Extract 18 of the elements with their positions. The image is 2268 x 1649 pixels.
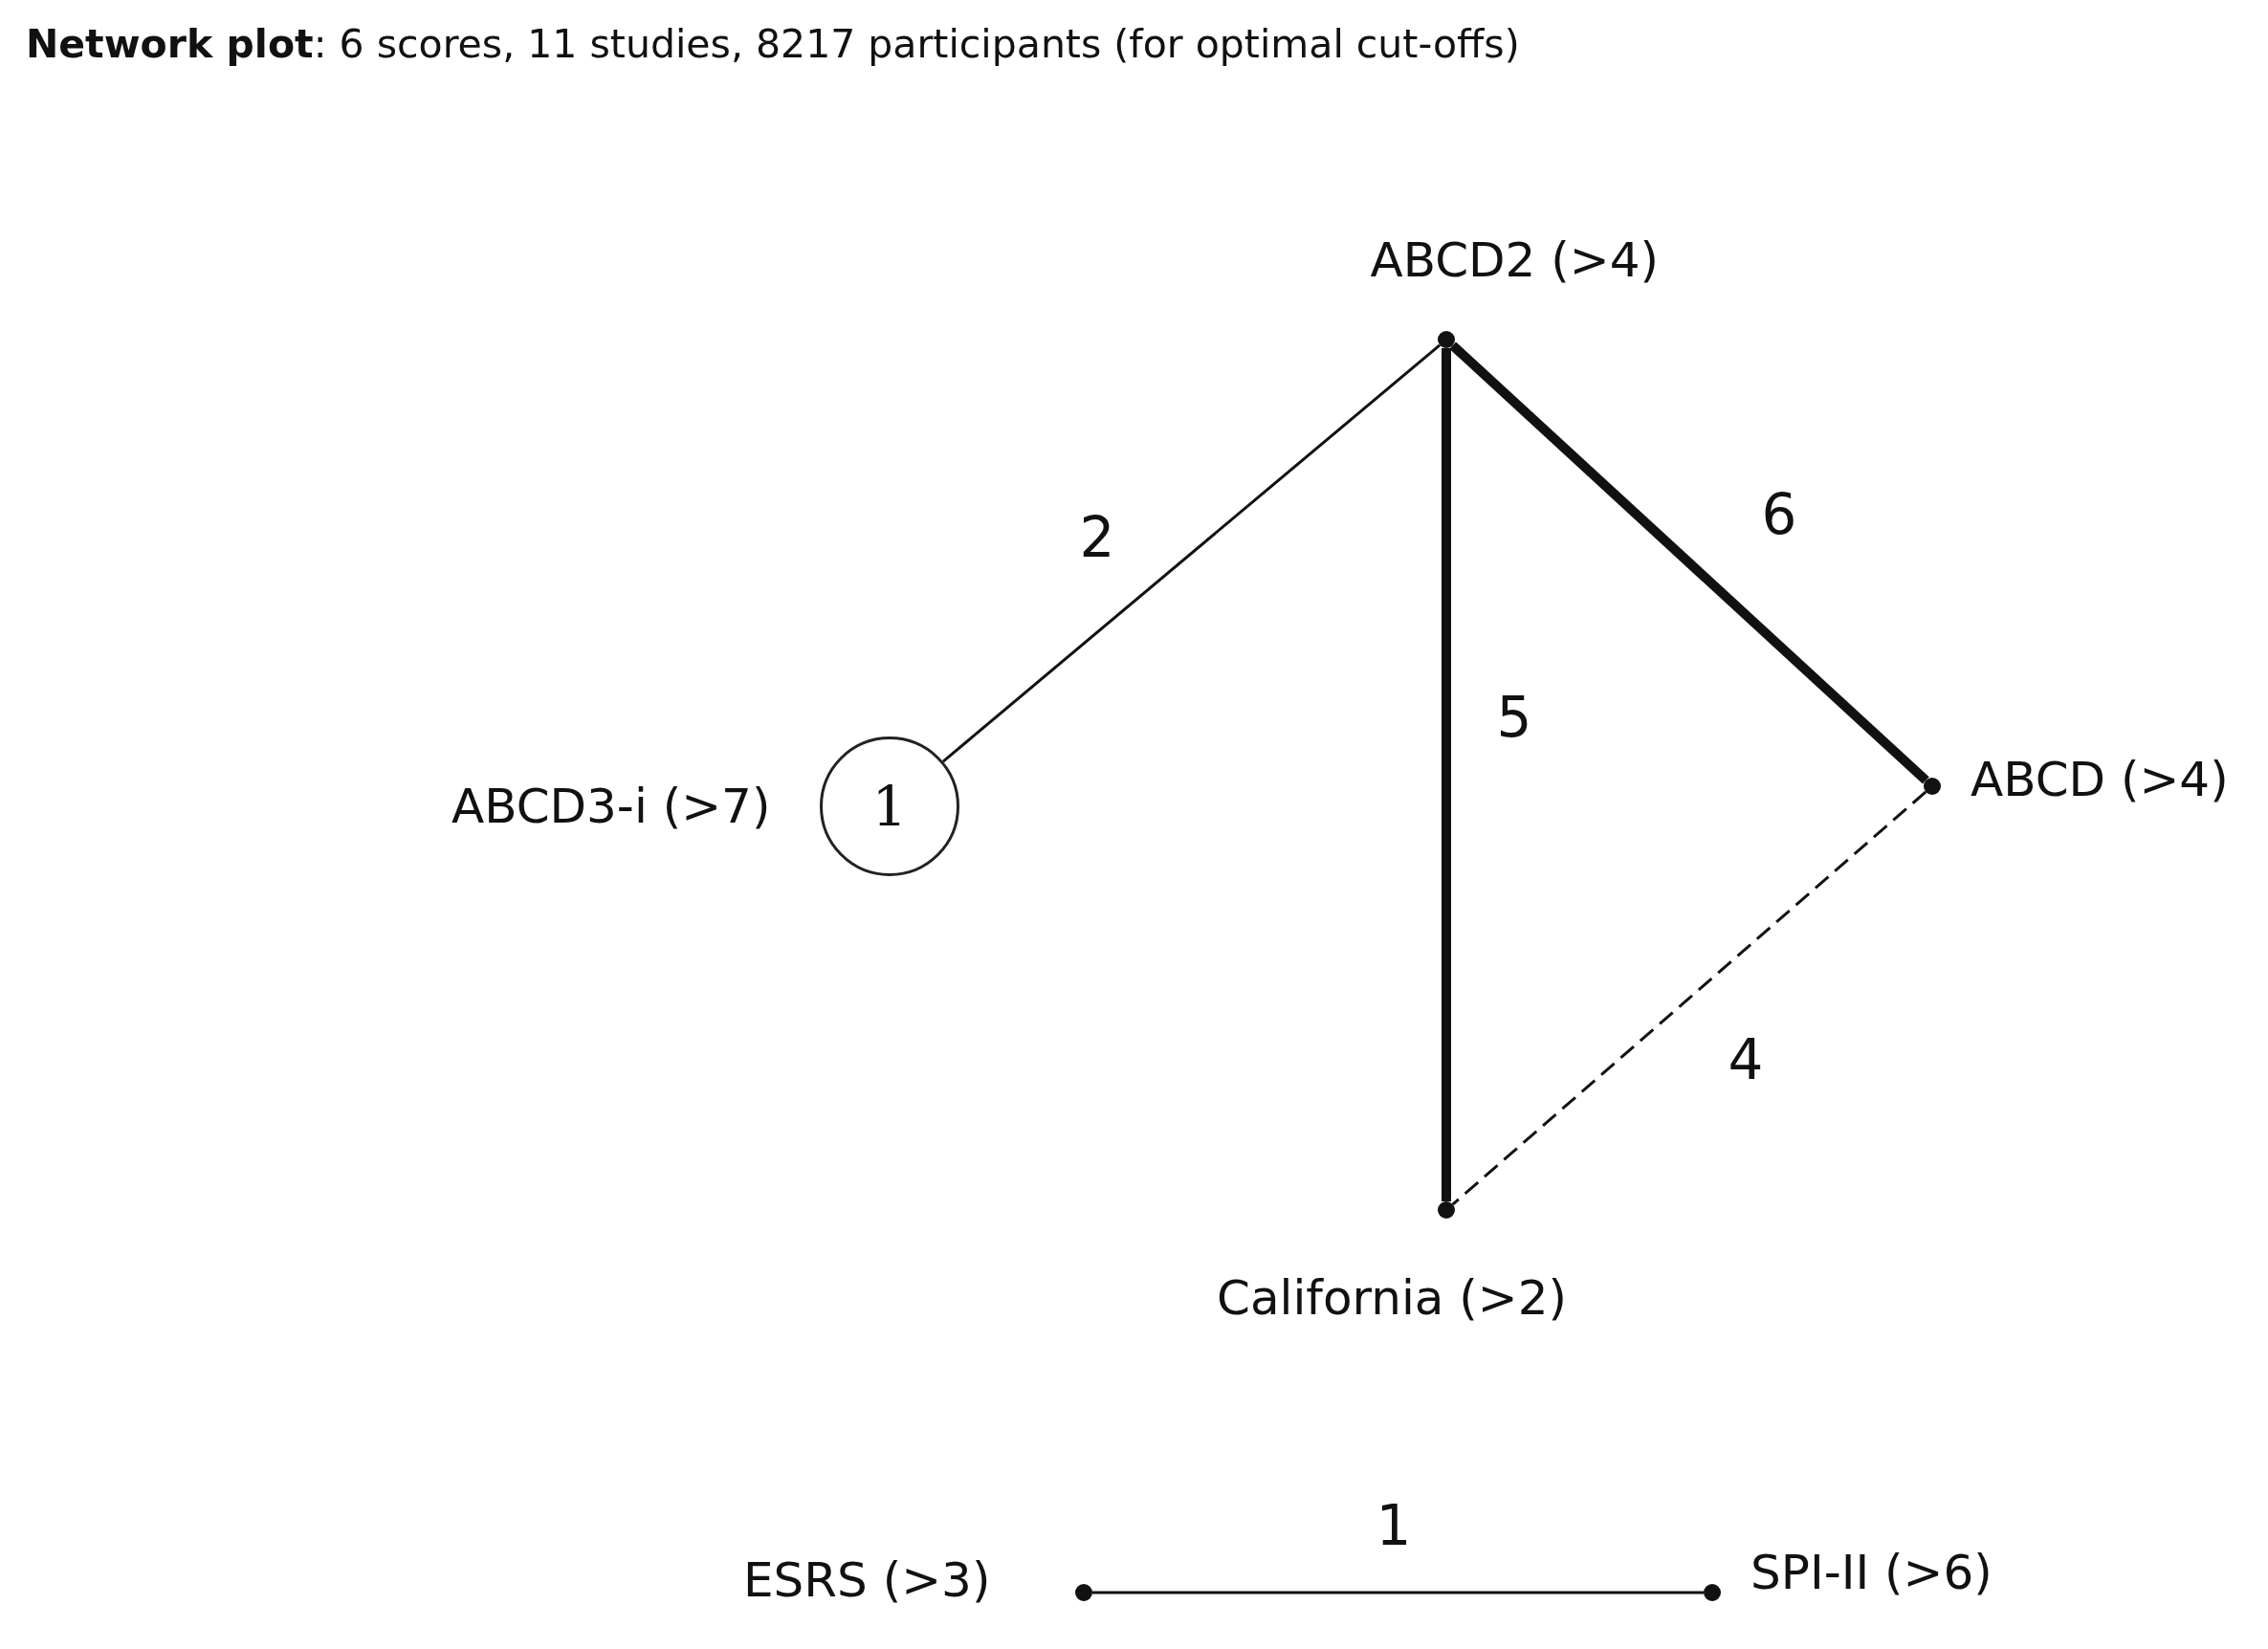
network-edge (1451, 790, 1927, 1206)
node-label: ESRS (>3) (743, 1556, 991, 1604)
node-label: ABCD2 (>4) (1370, 236, 1659, 284)
network-node-dot (1438, 331, 1455, 348)
network-node-dot (1075, 1584, 1092, 1601)
plot-title: Network plot: 6 scores, 11 studies, 8217 participants (for optimal cut-offs) (26, 21, 1520, 67)
node-label: SPI-II (>6) (1751, 1549, 1993, 1596)
network-edge (1092, 1591, 1704, 1594)
node-label: ABCD (>4) (1971, 756, 2229, 803)
network-node-dot (1438, 1201, 1455, 1219)
network-edge (1442, 348, 1451, 1201)
node-label: ABCD3-i (>7) (451, 782, 771, 830)
network-node-dot (1924, 778, 1941, 795)
node-label: California (>2) (1217, 1274, 1568, 1322)
network-node-dot (1704, 1584, 1721, 1601)
network-edge (1449, 341, 1929, 784)
count-circle: 1 (820, 737, 959, 876)
network-edge (941, 343, 1442, 763)
